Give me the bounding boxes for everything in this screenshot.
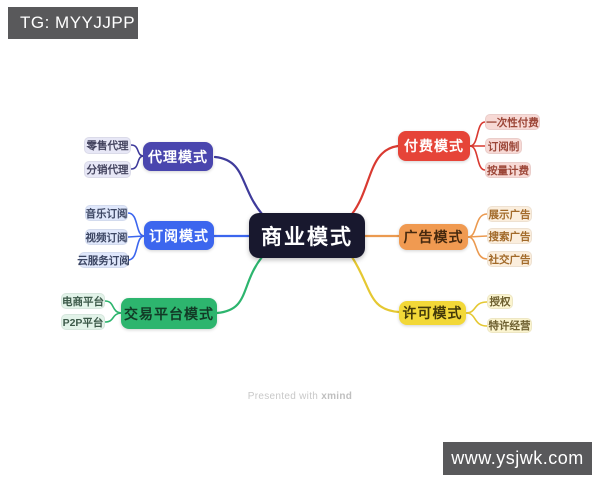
watermark-top-left: TG: MYYJJPP <box>8 7 138 39</box>
subtopic-marketplace-1[interactable]: P2P平台 <box>61 314 105 330</box>
topic-subscription[interactable]: 订阅模式 <box>144 221 214 250</box>
child-line-subscription-2 <box>127 235 145 261</box>
child-line-agency-0 <box>130 144 144 157</box>
watermark-bottom-right: www.ysjwk.com <box>443 442 592 475</box>
child-line-advertising-2 <box>467 236 488 260</box>
xmind-brand: xmind <box>321 391 353 402</box>
subtopic-agency-1[interactable]: 分销代理 <box>84 161 131 178</box>
branch-line-paid <box>350 144 400 216</box>
subtopic-paid-2[interactable]: 按量计费 <box>485 162 531 178</box>
child-line-agency-1 <box>130 155 144 170</box>
branch-line-licensing <box>350 255 401 314</box>
branch-line-marketplace <box>215 255 264 315</box>
child-line-subscription-1 <box>127 235 145 238</box>
child-line-licensing-0 <box>465 301 488 314</box>
topic-advertising[interactable]: 广告模式 <box>399 224 468 250</box>
child-line-advertising-1 <box>467 235 488 238</box>
subtopic-licensing-0[interactable]: 授权 <box>487 294 513 309</box>
subtopic-subscription-0[interactable]: 音乐订阅 <box>85 205 128 221</box>
subtopic-subscription-2[interactable]: 云服务订阅 <box>77 252 130 268</box>
child-line-marketplace-1 <box>104 312 122 323</box>
subtopic-licensing-1[interactable]: 特许经营 <box>487 318 532 333</box>
child-line-paid-0 <box>469 121 486 147</box>
subtopic-agency-0[interactable]: 零售代理 <box>84 137 131 154</box>
presented-with-xmind: Presented with xmind <box>0 391 600 402</box>
child-line-paid-2 <box>469 145 486 171</box>
subtopic-paid-0[interactable]: 一次性付费 <box>485 114 540 130</box>
branch-line-agency <box>213 155 264 216</box>
child-line-marketplace-0 <box>104 300 122 314</box>
child-line-licensing-1 <box>465 312 488 327</box>
topic-licensing[interactable]: 许可模式 <box>399 301 466 325</box>
subtopic-marketplace-0[interactable]: 电商平台 <box>61 293 105 309</box>
presented-with-text: Presented with <box>247 391 322 402</box>
child-line-advertising-0 <box>467 213 488 238</box>
topic-agency[interactable]: 代理模式 <box>143 142 213 171</box>
topic-marketplace[interactable]: 交易平台模式 <box>121 298 217 329</box>
subtopic-advertising-2[interactable]: 社交广告 <box>487 251 532 267</box>
subtopic-advertising-0[interactable]: 展示广告 <box>487 206 532 222</box>
child-line-subscription-0 <box>127 212 145 237</box>
topic-paid[interactable]: 付费模式 <box>398 131 470 161</box>
subtopic-paid-1[interactable]: 订阅制 <box>485 138 522 154</box>
subtopic-subscription-1[interactable]: 视频订阅 <box>85 229 128 245</box>
subtopic-advertising-1[interactable]: 搜索广告 <box>487 228 532 244</box>
root-topic[interactable]: 商业模式 <box>249 213 365 258</box>
